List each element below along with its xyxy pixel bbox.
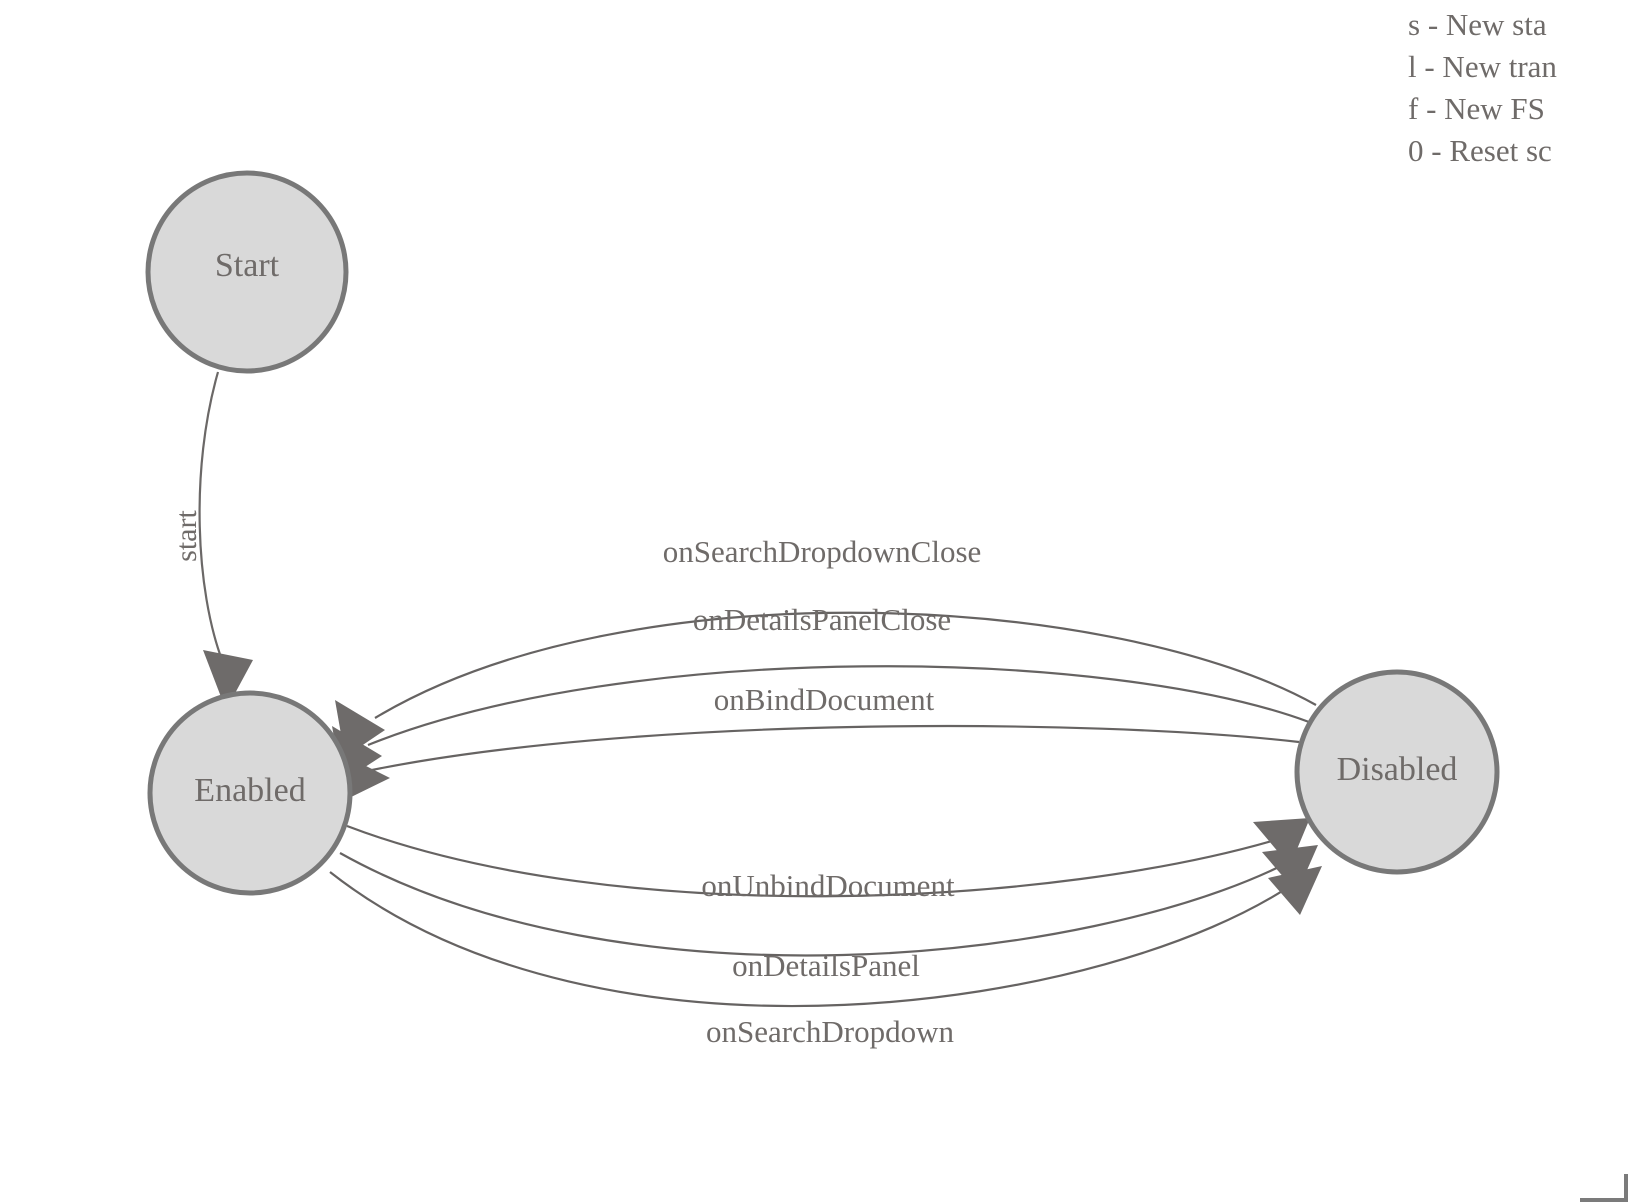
edge-onDetailsPanelClose-path[interactable]: [367, 665, 1310, 747]
corner-handle-horizontal-bar: [1580, 1198, 1628, 1202]
edge-label-onSearchDropdown[interactable]: onSearchDropdown: [706, 1014, 954, 1049]
arrowhead-onDetailsPanel: [1262, 845, 1318, 893]
help-shortcuts-panel: s - New sta l - New tran f - New FS 0 - …: [1402, 0, 1632, 172]
node-enabled-circle[interactable]: [147, 690, 353, 896]
edge-onSearchDropdown-path[interactable]: [329, 871, 1297, 1008]
node-start-circle[interactable]: [145, 170, 349, 374]
edge-label-start[interactable]: start: [170, 510, 203, 562]
edge-start-path[interactable]: [198, 371, 224, 661]
edge-group-enabled-to-disabled: [329, 818, 1322, 1008]
help-line-reset-scene: 0 - Reset sc: [1408, 133, 1552, 168]
edge-label-onSearchDropdownClose[interactable]: onSearchDropdownClose: [663, 534, 982, 569]
edge-label-onDetailsPanelClose[interactable]: onDetailsPanelClose: [693, 602, 951, 637]
resize-corner-handle[interactable]: [1580, 1174, 1632, 1204]
edge-onSearchDropdownClose-path[interactable]: [374, 611, 1317, 719]
node-disabled[interactable]: Disabled: [1294, 669, 1500, 875]
corner-handle-vertical-bar: [1624, 1174, 1628, 1202]
edge-label-onUnbindDocument[interactable]: onUnbindDocument: [701, 868, 955, 903]
node-disabled-circle[interactable]: [1294, 669, 1500, 875]
edge-onUnbindDocument-path[interactable]: [346, 824, 1283, 898]
node-enabled-label: Enabled: [194, 772, 305, 809]
edge-onBindDocument-path[interactable]: [361, 724, 1300, 774]
node-disabled-label: Disabled: [1337, 751, 1458, 788]
help-line-new-state: s - New sta: [1408, 7, 1547, 42]
edge-label-onDetailsPanel[interactable]: onDetailsPanel: [732, 948, 920, 983]
edge-group-start-to-enabled: [198, 371, 253, 710]
arrowhead-onUnbindDocument: [1253, 818, 1310, 866]
help-line-new-transition: l - New tran: [1408, 49, 1557, 84]
node-start-label: Start: [215, 247, 280, 284]
help-line-new-fsm: f - New FS: [1408, 91, 1545, 126]
arrowhead-onSearchDropdown: [1268, 866, 1322, 915]
edge-label-onBindDocument[interactable]: onBindDocument: [714, 682, 935, 717]
edge-onDetailsPanel-path[interactable]: [339, 852, 1290, 957]
arrowhead-start: [203, 650, 253, 710]
node-enabled[interactable]: Enabled: [147, 690, 353, 896]
node-start[interactable]: Start: [145, 170, 349, 374]
